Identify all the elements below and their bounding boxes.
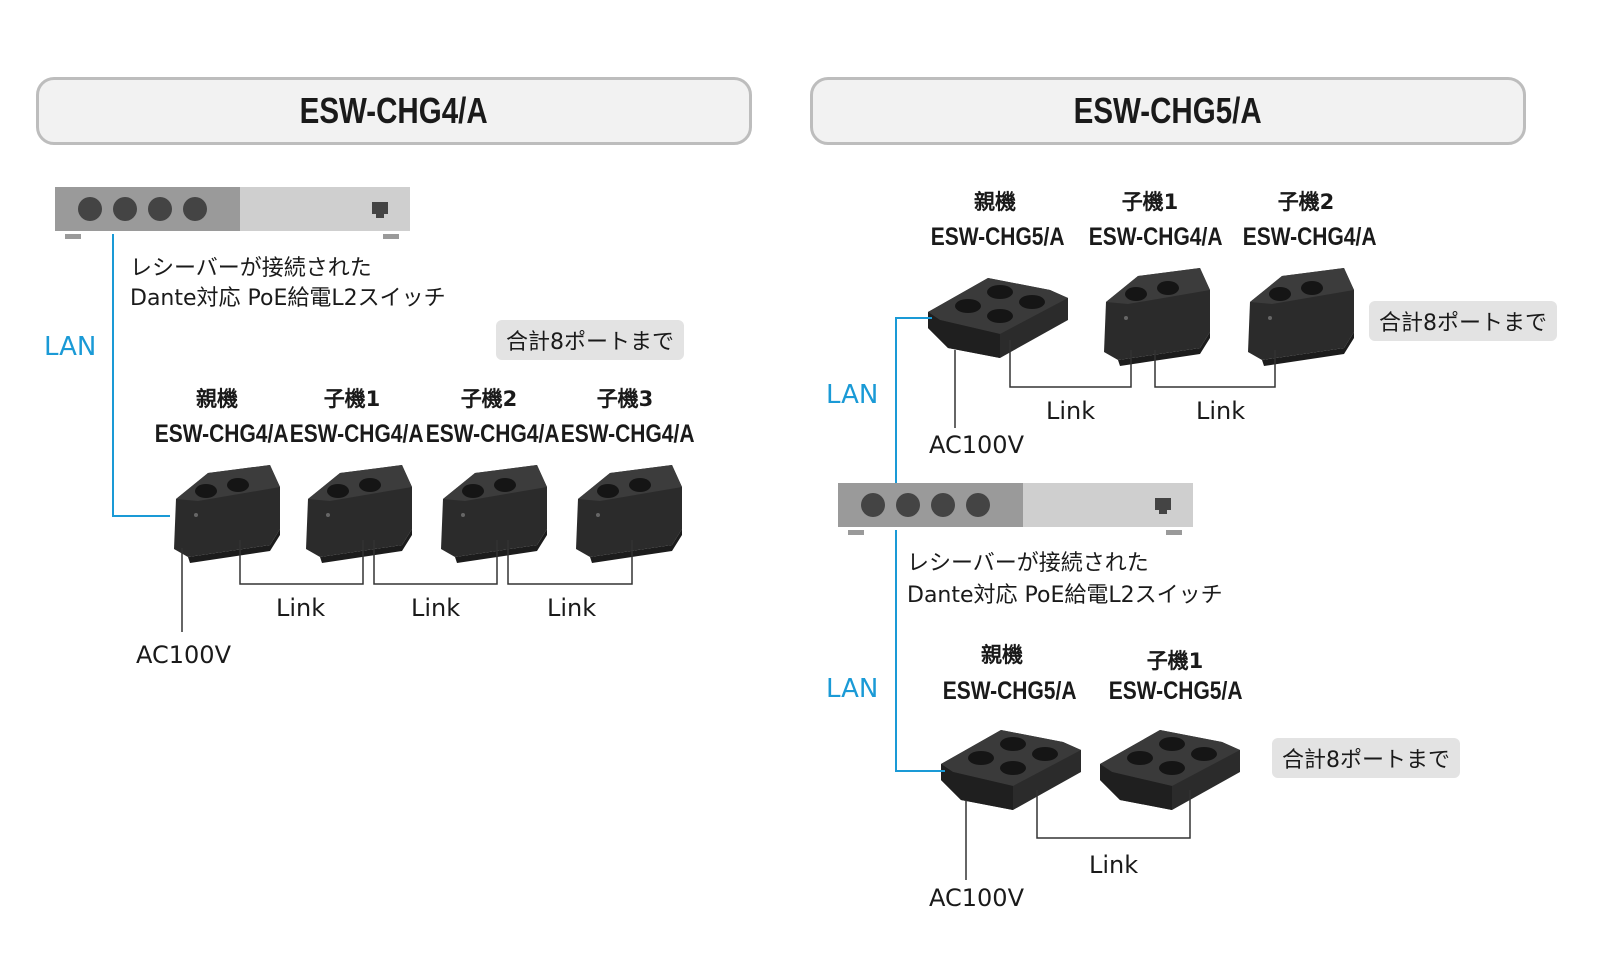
title-box-left: ESW-CHG4/A: [36, 77, 752, 145]
charger-2bay-icon: [174, 465, 280, 563]
title-left: ESW-CHG4/A: [299, 90, 489, 131]
charger-2bay-icon: [1104, 268, 1210, 366]
network-switch-icon: [838, 483, 1193, 535]
switch-label-line2: Dante対応 PoE給電L2スイッチ: [130, 286, 446, 311]
charger-role: 子機2: [1277, 190, 1335, 214]
switch-label-line1: レシーバーが接続された: [907, 551, 1149, 576]
power-label: AC100V: [929, 431, 1024, 459]
charger-role: 子機3: [596, 387, 654, 411]
link-label: Link: [1046, 397, 1096, 425]
lan-line-left: [112, 234, 170, 517]
charger-model: ESW-CHG5/A: [943, 677, 1077, 705]
link-label: Link: [1196, 397, 1246, 425]
port-limit-badge: 合計8ポートまで: [496, 320, 684, 360]
lan-label: LAN: [826, 674, 879, 704]
charger-4bay-icon: [941, 730, 1081, 810]
power-label: AC100V: [929, 884, 1024, 912]
charger-model: ESW-CHG4/A: [290, 420, 424, 448]
link-label: Link: [1089, 851, 1139, 879]
charger-2bay-icon: [1248, 268, 1354, 366]
title-box-right: ESW-CHG5/A: [810, 77, 1526, 145]
charger-role: 子機1: [1146, 649, 1204, 673]
charger-role: 親機: [981, 643, 1023, 667]
link-lines-left: [181, 540, 633, 632]
link-label: Link: [411, 594, 461, 622]
lan-label: LAN: [44, 332, 97, 362]
charger-role: 子機2: [460, 387, 518, 411]
charger-role: 子機1: [1121, 190, 1179, 214]
charger-model: ESW-CHG4/A: [561, 420, 695, 448]
lan-lines-right: [895, 317, 945, 772]
charger-2bay-icon: [441, 465, 547, 563]
charger-4bay-icon: [928, 278, 1068, 358]
switch-label-line2: Dante対応 PoE給電L2スイッチ: [907, 583, 1223, 608]
port-limit-badge: 合計8ポートまで: [1369, 301, 1557, 341]
charger-role: 子機1: [323, 387, 381, 411]
charger-model: ESW-CHG4/A: [1089, 223, 1223, 251]
switch-label-line1: レシーバーが接続された: [130, 256, 372, 281]
charger-model: ESW-CHG4/A: [426, 420, 560, 448]
charger-role: 親機: [196, 387, 238, 411]
charger-model: ESW-CHG5/A: [931, 223, 1065, 251]
charger-4bay-icon: [1100, 730, 1240, 810]
port-limit-badge: 合計8ポートまで: [1272, 738, 1460, 778]
charger-role: 親機: [974, 190, 1016, 214]
link-lines-right: [954, 340, 1276, 880]
title-right: ESW-CHG5/A: [1073, 90, 1263, 131]
charger-2bay-icon: [306, 465, 412, 563]
network-switch-icon: [55, 187, 410, 239]
charger-model: ESW-CHG4/A: [155, 420, 289, 448]
link-label: Link: [276, 594, 326, 622]
charger-2bay-icon: [576, 465, 682, 563]
charger-model: ESW-CHG4/A: [1243, 223, 1377, 251]
charger-model: ESW-CHG5/A: [1109, 677, 1243, 705]
link-label: Link: [547, 594, 597, 622]
lan-label: LAN: [826, 380, 879, 410]
power-label: AC100V: [136, 641, 231, 669]
